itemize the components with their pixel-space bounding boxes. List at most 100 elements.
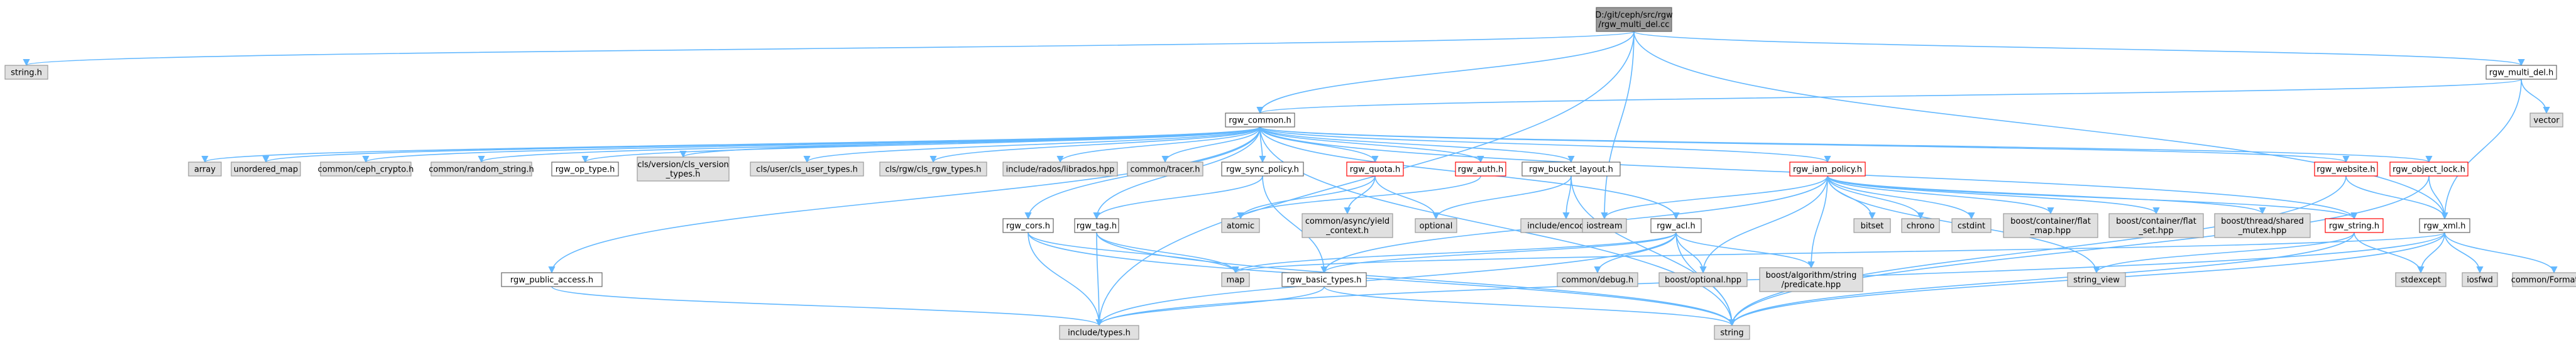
node-rgw-iam-policy-label: rgw_iam_policy.h xyxy=(1793,165,1862,175)
edge-rgw_string-to-string xyxy=(1728,232,2355,327)
node-include-types-box xyxy=(1059,325,1139,340)
edge-rgw_object_lock-to-rgw_xml xyxy=(2428,175,2448,220)
node-rgw-string-box xyxy=(2325,218,2384,233)
node-ceph-crypto-box xyxy=(320,162,412,177)
node-string-h-label: string.h xyxy=(11,68,42,78)
node-rgw-bucket-layout[interactable]: rgw_bucket_layout.h xyxy=(1521,162,1621,177)
edge-rgw_iam_policy-to-flat_set xyxy=(1827,175,2160,215)
edge-rgw_sync_policy-to-rgw_basic_types xyxy=(1262,175,1328,274)
node-string-h: string.h xyxy=(4,65,48,80)
node-root[interactable]: D:/git/ceph/src/rgw/rgw_multi_del.cc xyxy=(1595,7,1673,32)
node-rgw-op-type[interactable]: rgw_op_type.h xyxy=(551,162,619,177)
node-iosfwd-label: iosfwd xyxy=(2467,276,2493,285)
node-rgw-object-lock[interactable]: rgw_object_lock.h xyxy=(2389,162,2469,177)
node-unordered-map-box xyxy=(231,162,301,177)
node-boost-optional-box xyxy=(1658,272,1748,287)
node-rgw-public-access-label: rgw_public_access.h xyxy=(510,276,593,285)
node-rgw-string[interactable]: rgw_string.h xyxy=(2325,218,2384,233)
node-rgw-xml[interactable]: rgw_xml.h xyxy=(2419,218,2470,233)
node-librados-box xyxy=(1002,162,1118,177)
edge-rgw_xml-to-stdexcept xyxy=(2417,232,2445,274)
node-cls-version-label: _types.h xyxy=(666,170,701,179)
edge-rgw_cors-to-string xyxy=(1028,232,1736,327)
node-rgw-acl[interactable]: rgw_acl.h xyxy=(1650,218,1702,233)
edge-root-to-include_types xyxy=(1095,31,1635,327)
node-rgw-quota[interactable]: rgw_quota.h xyxy=(1346,162,1404,177)
edge-rgw_auth-to-atomic xyxy=(1237,175,1481,220)
node-ceph-crypto-label: common/ceph_crypto.h xyxy=(318,165,414,175)
node-rgw-acl-label: rgw_acl.h xyxy=(1657,222,1696,231)
edge-rgw_cors-to-map xyxy=(1028,232,1239,274)
edge-rgw_common_h-to-rgw_public_access xyxy=(548,126,1261,274)
node-async-yield-box xyxy=(1302,213,1393,238)
node-ceph-crypto: common/ceph_crypto.h xyxy=(318,162,414,177)
node-formatter-label: common/Formatter.h xyxy=(2511,276,2576,285)
node-iosfwd-box xyxy=(2462,272,2498,287)
node-shared-mutex-label: _mutex.hpp xyxy=(2238,226,2287,236)
node-rgw-auth[interactable]: rgw_auth.h xyxy=(1455,162,1506,177)
node-flat-set-label: _set.hpp xyxy=(2138,226,2173,236)
edge-root-to-string_h xyxy=(23,31,1635,67)
node-async-yield-label: common/async/yield xyxy=(1305,217,1389,226)
node-formatter-box xyxy=(2512,272,2576,287)
node-unordered-map-label: unordered_map xyxy=(234,165,299,175)
node-map: map xyxy=(1221,272,1250,287)
node-stdexcept-label: stdexcept xyxy=(2401,276,2441,285)
node-cstdint-box xyxy=(1951,218,1992,233)
edge-rgw_xml-to-formatter xyxy=(2444,232,2558,274)
edge-rgw_sync_policy-to-rgw_tag xyxy=(1093,175,1263,220)
node-rgw-tag[interactable]: rgw_tag.h xyxy=(1074,218,1119,233)
node-atomic-box xyxy=(1221,218,1260,233)
node-rgw-multi-del-h[interactable]: rgw_multi_del.h xyxy=(2486,65,2557,80)
node-rgw-common-h[interactable]: rgw_common.h xyxy=(1225,112,1295,128)
node-optional: optional xyxy=(1415,218,1457,233)
edge-rgw_common_h-to-rgw_quota xyxy=(1259,126,1379,163)
node-flat-set-box xyxy=(2108,213,2204,238)
edge-rgw_iam_policy-to-boost_predicate xyxy=(1807,175,1828,269)
node-rgw-iam-policy[interactable]: rgw_iam_policy.h xyxy=(1789,162,1866,177)
edge-rgw_acl-to-map xyxy=(1232,232,1677,274)
edge-rgw_common_h-to-rgw_auth xyxy=(1259,126,1484,163)
node-cls-rgw-box xyxy=(879,162,987,177)
node-shared-mutex-label: boost/thread/shared xyxy=(2221,217,2304,226)
edge-rgw_multi_del_h-to-rgw_common_h xyxy=(1257,79,2522,114)
node-stdexcept: stdexcept xyxy=(2395,272,2447,287)
edge-rgw_string-to-string_view xyxy=(2093,232,2355,274)
node-atomic: atomic xyxy=(1221,218,1260,233)
node-rgw-tag-label: rgw_tag.h xyxy=(1077,222,1117,231)
node-rgw-op-type-box xyxy=(551,162,619,177)
edge-rgw_common_h-to-rgw_object_lock xyxy=(1259,126,2432,163)
node-rgw-cors[interactable]: rgw_cors.h xyxy=(1002,218,1054,233)
dependency-nodes: D:/git/ceph/src/rgw/rgw_multi_del.ccstri… xyxy=(4,7,2576,340)
node-rgw-website[interactable]: rgw_website.h xyxy=(2314,162,2378,177)
node-rgw-public-access[interactable]: rgw_public_access.h xyxy=(501,272,603,287)
node-cstdint: cstdint xyxy=(1951,218,1992,233)
node-rgw-xml-box xyxy=(2419,218,2470,233)
node-atomic-label: atomic xyxy=(1227,222,1254,231)
node-rgw-multi-del-h-label: rgw_multi_del.h xyxy=(2489,68,2553,78)
edge-rgw_xml-to-iosfwd xyxy=(2444,232,2484,274)
node-librados-label: include/rados/librados.hpp xyxy=(1006,165,1115,175)
node-flat-map-label: boost/container/flat xyxy=(2010,217,2091,226)
edge-rgw_iam_policy-to-flat_map xyxy=(1827,175,2054,215)
edge-rgw_iam_policy-to-rgw_string xyxy=(1827,175,2358,220)
edge-rgw_acl-to-include_types xyxy=(1095,232,1677,327)
edge-rgw_iam_policy-to-shared_mutex xyxy=(1827,175,2266,215)
node-tracer-label: common/tracer.h xyxy=(1130,165,1200,175)
edge-rgw_acl-to-boost_predicate xyxy=(1675,232,1815,269)
edge-rgw_multi_del_h-to-rgw_xml xyxy=(2441,79,2522,220)
node-rgw-string-label: rgw_string.h xyxy=(2329,222,2379,231)
node-flat-map: boost/container/flat_map.hpp xyxy=(2003,213,2098,238)
edge-rgw_website-to-rgw_xml xyxy=(2345,175,2448,220)
edge-rgw_common_h-to-unordered_map xyxy=(262,126,1261,163)
node-rgw-public-access-box xyxy=(501,272,603,287)
node-boost-predicate: boost/algorithm/string/predicate.hpp xyxy=(1759,267,1863,292)
node-bitset-label: bitset xyxy=(1861,222,1884,231)
edge-rgw_acl-to-rgw_basic_types xyxy=(1320,232,1677,274)
node-rgw-sync-policy[interactable]: rgw_sync_policy.h xyxy=(1221,162,1304,177)
node-rgw-sync-policy-label: rgw_sync_policy.h xyxy=(1226,165,1299,175)
node-chrono: chrono xyxy=(1901,218,1940,233)
node-rgw-basic-types[interactable]: rgw_basic_types.h xyxy=(1281,272,1367,287)
edge-rgw_public_access-to-include_types xyxy=(551,286,1103,327)
